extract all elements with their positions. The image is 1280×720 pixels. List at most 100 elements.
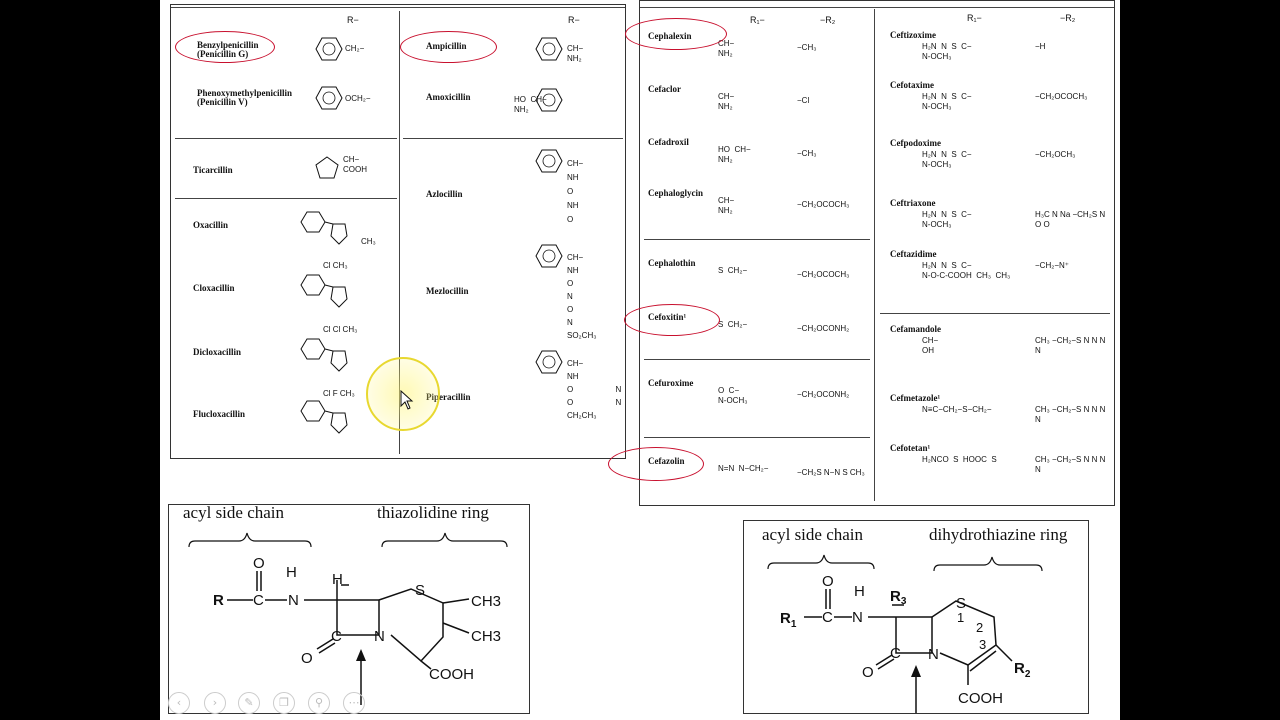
- ceph-header-r1: R₁−: [750, 15, 765, 25]
- atom-label: C: [822, 609, 833, 626]
- acyl-side-chain-label: acyl side chain: [762, 525, 864, 544]
- atom-label: 2: [976, 620, 983, 635]
- highlight-cefoxitin: [624, 304, 720, 336]
- benzene-ring-icon: [535, 244, 563, 268]
- drug-name: Oxacillin: [193, 220, 229, 230]
- atom-label: R: [213, 592, 224, 609]
- atom-label: O: [822, 573, 834, 590]
- r2-formula: −CH₂OCOCH₃: [797, 200, 850, 209]
- atom-label: S: [956, 595, 966, 612]
- r1-formula: CH− OH: [922, 336, 939, 355]
- drug-name: Flucloxacillin: [193, 409, 246, 419]
- r1-formula: S CH₂−: [718, 266, 748, 275]
- drug-name: Cefadroxil: [648, 137, 689, 147]
- benzene-ring-icon: [535, 149, 563, 173]
- atom-label: N: [288, 592, 299, 609]
- r2-formula: −CH₂OCOCH₃: [797, 270, 850, 279]
- highlight-ampicillin: [400, 31, 497, 63]
- side-chain-formula: CH− COOH: [343, 155, 367, 174]
- atom-label: H: [286, 564, 297, 581]
- drug-name: Phenoxymethylpenicillin (Penicillin V): [197, 88, 293, 107]
- drug-name: Piperacillin: [426, 392, 471, 402]
- drug-name: Cefmetazole¹: [890, 393, 941, 403]
- side-chain-formula: Cl F CH₃: [323, 389, 355, 398]
- r2-formula: −CH₃: [797, 149, 817, 158]
- penicillin-header-r: R−: [347, 15, 359, 25]
- copy-icon[interactable]: ❐: [273, 692, 295, 714]
- r1-formula: H₂N N S C− N-OCH₃: [922, 42, 972, 61]
- atom-label: O: [301, 650, 313, 667]
- atom-label: H: [854, 583, 865, 600]
- r2-formula: CH₃ −CH₂−S N N N N: [1035, 405, 1106, 424]
- highlight-cephalexin: [625, 18, 727, 50]
- pen-icon[interactable]: ✎: [238, 692, 260, 714]
- benzene-ring-icon: [535, 37, 563, 61]
- r2-formula: CH₃ −CH₂−S N N N N: [1035, 336, 1106, 355]
- ceph-header-r2b: −R₂: [1060, 13, 1076, 23]
- r1-formula: CH− NH₂: [718, 92, 735, 111]
- side-chain-formula: CH− NH O N O N CH₂CH₃: [567, 359, 622, 420]
- next-icon[interactable]: ›: [204, 692, 226, 714]
- penicillin-core-panel: acyl side chain thiazolidine ring R C O …: [168, 503, 530, 714]
- r1-formula: H₂NCO S HOOC S: [922, 455, 997, 464]
- side-chain-formula: OCH₂−: [345, 94, 371, 103]
- thiophene-ring-icon: [315, 156, 339, 179]
- benzene-ring-icon: [535, 88, 563, 112]
- atom-label: R3: [890, 588, 907, 607]
- r1-formula: O C− N-OCH₃: [718, 386, 748, 405]
- r2-formula: −Cl: [797, 96, 810, 105]
- side-chain-formula: CH− NH O NH O: [567, 159, 584, 224]
- cephalosporin-core-structure: R1 C O H N R3 S 1 2 3 O C N R2 COOH: [767, 554, 1043, 713]
- cephalosporin-core-panel: acyl side chain dihydrothiazine ring R1 …: [743, 520, 1089, 714]
- r2-formula: −CH₂S N−N S CH₃: [797, 468, 865, 477]
- isoxazole-ring-icon: [300, 400, 348, 434]
- drug-name: Cefamandole: [890, 324, 941, 334]
- atom-label: C: [890, 645, 901, 662]
- side-chain-formula: CH− NH₂: [567, 44, 584, 63]
- side-chain-formula: CH− NH O N O N SO₂CH₃: [567, 253, 597, 340]
- drug-name: Cefotetan¹: [890, 443, 931, 453]
- r1-formula: H₂N N S C− N-OCH₃: [922, 150, 972, 169]
- atom-label: R1: [780, 610, 797, 630]
- r1-formula: H₂N N S C− N-OCH₃: [922, 210, 972, 229]
- r1-formula: HO CH− NH₂: [718, 145, 751, 164]
- ceph-header-r1b: R₁−: [967, 13, 982, 23]
- drug-name: Cephalothin: [648, 258, 696, 268]
- atom-label: CH3: [471, 593, 501, 610]
- atom-label: N: [928, 646, 939, 663]
- zoom-icon[interactable]: ⚲: [308, 692, 330, 714]
- isoxazole-ring-icon: [300, 211, 348, 245]
- benzene-ring-icon: [315, 86, 343, 110]
- cursor-icon: [400, 390, 414, 410]
- side-chain-formula: Cl CH₃: [323, 261, 348, 270]
- acyl-side-chain-label: acyl side chain: [183, 503, 285, 522]
- prev-icon[interactable]: ‹: [168, 692, 190, 714]
- dihydrothiazine-ring-label: dihydrothiazine ring: [929, 525, 1068, 544]
- atom-label: 1: [957, 610, 964, 625]
- drug-name: Cefpodoxime: [890, 138, 941, 148]
- r1-formula: CH− NH₂: [718, 196, 735, 215]
- ceph-header-r2: −R₂: [820, 15, 836, 25]
- atom-label: H: [332, 571, 343, 588]
- atom-label: CH3: [471, 628, 501, 645]
- side-chain-formula: CH₂−: [345, 44, 365, 53]
- drug-name: Ceftriaxone: [890, 198, 936, 208]
- drug-name: Amoxicillin: [426, 92, 471, 102]
- side-chain-formula: CH₃: [361, 237, 376, 246]
- more-icon[interactable]: ⋯: [343, 692, 365, 714]
- r2-formula: CH₃ −CH₂−S N N N N: [1035, 455, 1106, 474]
- r2-formula: −CH₂OCONH₂: [797, 390, 850, 399]
- drug-name: Cefotaxime: [890, 80, 934, 90]
- r2-formula: −H: [1035, 42, 1046, 51]
- atom-label: COOH: [429, 666, 474, 683]
- r1-formula: H₂N N S C− N-OCH₃: [922, 92, 972, 111]
- r2-formula: −CH₂OCH₃: [1035, 150, 1076, 159]
- drug-name: Cephaloglycin: [648, 188, 704, 198]
- atom-label: R2: [1014, 660, 1031, 680]
- drug-name: Cefuroxime: [648, 378, 694, 388]
- r1-formula: H₂N N S C− N-O-C-COOH CH₃ CH₃: [922, 261, 1011, 280]
- drug-name: Ticarcillin: [193, 165, 233, 175]
- atom-label: COOH: [958, 690, 1003, 707]
- benzene-ring-icon: [315, 37, 343, 61]
- drug-name: Ceftazidime: [890, 249, 937, 259]
